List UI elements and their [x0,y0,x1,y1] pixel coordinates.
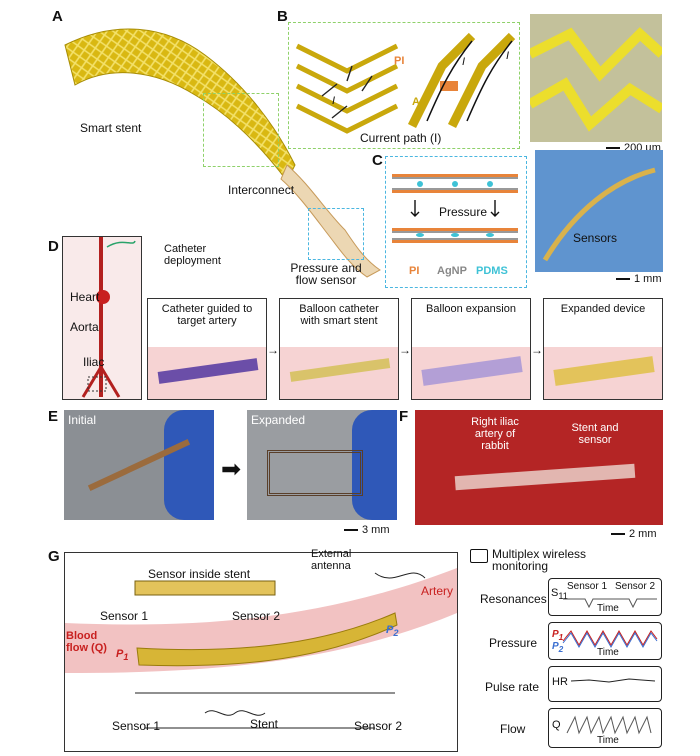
expansion-arrow: ➡ [221,456,242,483]
zoom-box-stent [203,93,279,167]
wireless-monitoring-label: Multiplex wireless monitoring [492,547,587,573]
sensors-label: Sensors [573,231,618,245]
step-2-label: Balloon catheter with smart stent [299,303,379,327]
step-3-label: Balloon expansion [426,303,516,315]
external-antenna-label: External antenna [311,548,352,572]
iliac-label: Iliac [83,355,105,369]
right-iliac-label: Right iliac artery of rabbit [471,416,519,452]
legend-sensor-1: Sensor 1 [567,581,608,592]
pi-legend: PI [409,265,420,277]
pdms-legend: PDMS [476,265,508,277]
circuit-stent-label: Stent [250,717,279,731]
row-pressure-label: Pressure [489,636,538,650]
expanded-stent-photo [247,410,397,520]
heart-label: Heart [70,290,100,304]
panel-c-letter: C [372,152,383,169]
pressure-ylabel-2: P2 [552,641,564,654]
expanded-label: Expanded [251,413,306,427]
smart-stent-label: Smart stent [80,121,142,135]
pressure-xlabel: Time [597,647,619,658]
step-arrow-1: → [267,343,279,357]
scale-bar-f: 2 mm [611,528,657,540]
panel-g-frame [64,552,458,752]
step-4-box: Expanded device [543,298,663,400]
panel-g-letter: G [48,548,60,565]
step-arrow-3: → [531,343,543,357]
circuit-sensor-1-label: Sensor 1 [112,719,161,733]
pressure-flow-sensor-label: Pressure and flow sensor [290,261,362,287]
pressure-layer-diagram [392,174,518,243]
panel-b-letter: B [277,8,288,25]
q-ylabel: Q [552,719,561,731]
panel-c-frame [385,156,527,288]
agnp-legend: AgNP [437,265,467,277]
step-1-box: Catheter guided to target artery [147,298,267,400]
current-i-1: I [332,95,336,107]
sensor-2-label: Sensor 2 [232,609,281,623]
rabbit-artery-photo [415,410,663,525]
stent-sensor-label: Stent and sensor [571,422,619,446]
step-arrow-2: → [399,343,411,357]
au-label: Au [412,96,427,108]
s11-ylabel: S11 [551,587,568,602]
step-4-label: Expanded device [560,303,646,315]
pressure-plot: P1 P2 Time [548,622,662,660]
zoom-box-sensor [308,208,364,260]
pi-label-b: PI [394,55,405,67]
panel-e-letter: E [48,408,59,425]
sem-photo-stent [530,14,662,142]
current-path-label: Current path (I) [360,131,442,145]
pulse-rate-plot: HR [548,666,662,702]
flow-xlabel: Time [597,735,619,746]
panel-b-frame [288,22,520,149]
panel-a-letter: A [52,8,63,25]
step-2-box: Balloon catheter with smart stent [279,298,399,400]
artery-label: Artery [421,584,454,598]
row-flow-label: Flow [500,722,526,736]
current-i-2: I [462,56,466,68]
initial-label: Initial [68,413,97,427]
catheter-deployment-label: Catheter deployment [164,243,221,267]
row-pulse-rate-label: Pulse rate [485,680,540,694]
smart-stent-illustration [64,28,381,278]
step-1-label: Catheter guided to target artery [161,303,253,327]
step-3-box: Balloon expansion [411,298,531,400]
legend-sensor-2: Sensor 2 [615,581,656,592]
sensor-1-label: Sensor 1 [100,609,149,623]
initial-stent-photo [64,410,214,520]
sensor-on-glove-photo [535,150,663,272]
anatomy-panel [62,236,142,400]
row-resonances-label: Resonances [480,592,547,606]
scale-bar-e: 3 mm [344,524,390,536]
p1-label: P1 [116,648,129,663]
panel-f-letter: F [399,408,409,425]
pressure-ylabel-1: P1 [552,629,564,642]
resonances-plot: S11 Sensor 1 Sensor 2 Time [548,578,662,616]
resonances-xlabel: Time [597,603,619,614]
p2-label: P2 [386,624,399,639]
sensor-inside-stent-label: Sensor inside stent [148,567,251,581]
panel-d-letter: D [48,238,59,255]
circuit-sensor-2-label: Sensor 2 [354,719,403,733]
interconnect-label: Interconnect [228,183,295,197]
aorta-label: Aorta [70,320,99,334]
blood-flow-label: Blood flow (Q) [66,630,107,654]
current-path-illustration [292,26,516,134]
pressure-label-c: Pressure [439,205,488,219]
scale-bar-c: 1 mm [616,273,662,285]
current-i-3: I [506,50,510,62]
laptop-icon [470,549,488,563]
flow-plot: Q Time [548,708,662,748]
hr-ylabel: HR [552,676,568,688]
